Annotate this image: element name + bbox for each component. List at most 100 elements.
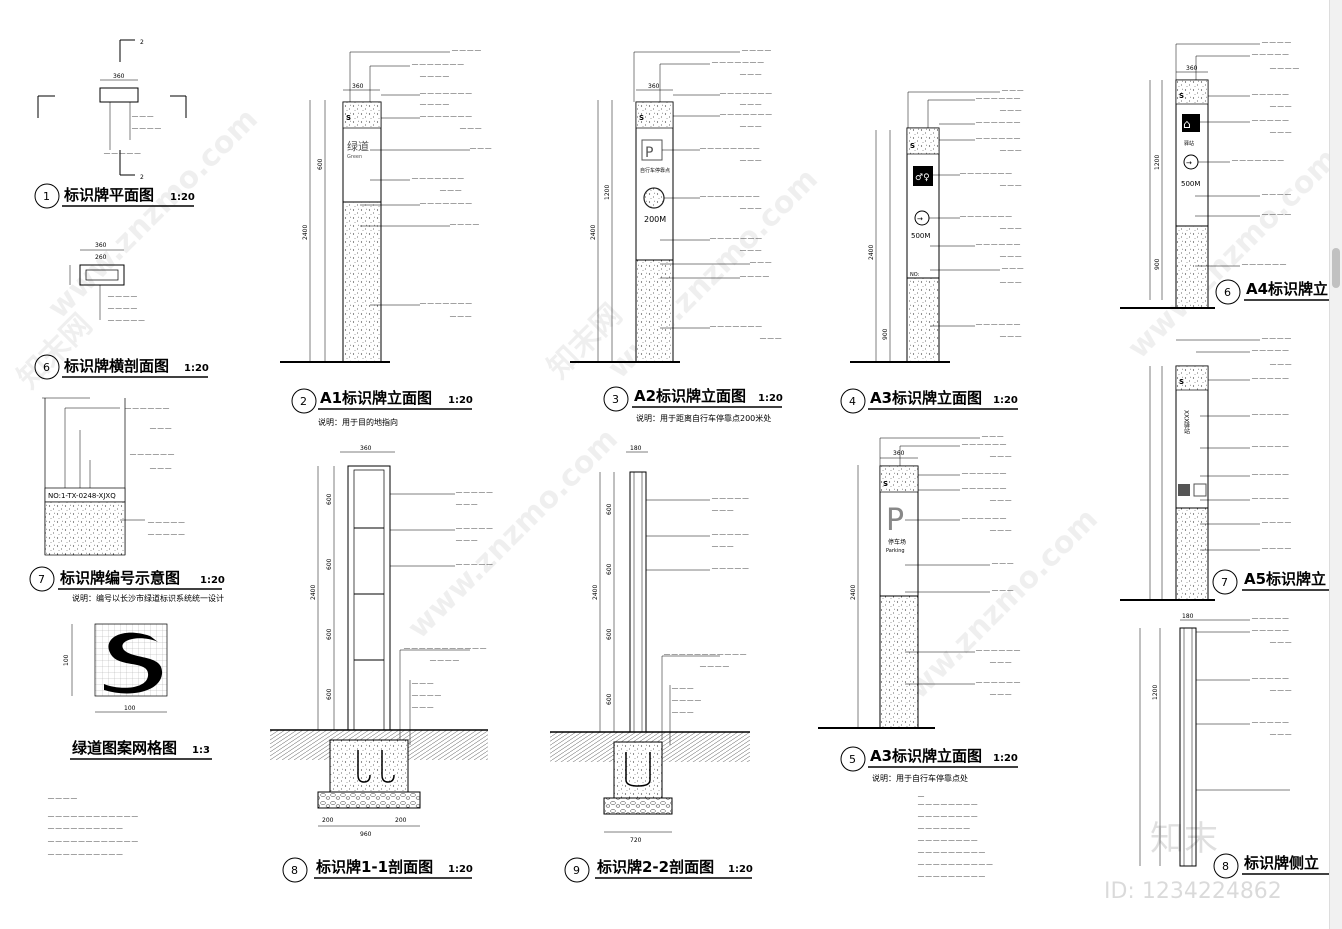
- svg-text:── ── ── ── ── ── ── ── ── ──: ── ── ── ── ── ── ── ── ── ── ── ──: [47, 814, 139, 820]
- svg-text:── ── ── ── ── ──: ── ── ── ── ── ──: [975, 648, 1021, 654]
- note-a1: 说明：用于目的地指向: [318, 417, 398, 427]
- svg-text:── ── ── ──: ── ── ── ──: [699, 664, 730, 670]
- svg-text:── ── ── ── ──: ── ── ── ── ──: [455, 490, 493, 496]
- svg-text:── ── ── ── ── ── ──: ── ── ── ── ── ── ──: [917, 826, 971, 832]
- svg-text:♂♀: ♂♀: [915, 173, 930, 183]
- svg-text:6: 6: [43, 361, 50, 374]
- svg-text:── ── ──: ── ── ──: [989, 692, 1012, 698]
- svg-text:── ── ──: ── ── ──: [989, 498, 1012, 504]
- svg-text:2400: 2400: [850, 585, 857, 600]
- svg-text:── ── ──: ── ── ──: [1269, 640, 1292, 646]
- note-a3-parking: 说明：用于自行车停靠点处: [872, 773, 968, 783]
- svg-text:180: 180: [630, 445, 642, 452]
- svg-text:停车场: 停车场: [888, 538, 906, 546]
- svg-text:600: 600: [317, 158, 324, 170]
- pattern-grid: 100 100 绿道图案网格图 1:3 ── ── ── ── ── ── ──…: [47, 623, 212, 858]
- a3-elevation-parking: 2400 360 S P 停车场 Parking ── ── ── ── ── …: [818, 434, 1021, 880]
- svg-text:1:20: 1:20: [184, 363, 209, 374]
- svg-text:1:20: 1:20: [993, 753, 1018, 764]
- svg-text:── ── ──: ── ── ──: [999, 108, 1022, 114]
- svg-text:5: 5: [849, 753, 856, 766]
- svg-text:8: 8: [1222, 860, 1229, 873]
- svg-text:── ── ──: ── ── ──: [999, 183, 1022, 189]
- svg-text:驿站: 驿站: [1184, 140, 1194, 147]
- svg-text:──: ──: [917, 794, 925, 800]
- svg-text:360: 360: [648, 83, 660, 90]
- svg-text:S: S: [346, 114, 351, 122]
- svg-text:8: 8: [291, 864, 298, 877]
- svg-text:⌂: ⌂: [1183, 117, 1191, 131]
- svg-text:── ── ── ── ──: ── ── ── ── ──: [455, 526, 493, 532]
- svg-text:── ── ── ── ── ── ──: ── ── ── ── ── ── ──: [719, 91, 773, 97]
- svg-text:960: 960: [360, 831, 372, 838]
- svg-text:360: 360: [352, 83, 364, 90]
- a4-elevation: 1200 900 360 S ⌂ 驿站 → 500M ── ── ── ── ─…: [1120, 40, 1330, 309]
- title-section-2-2: 标识牌2-2剖面图: [596, 858, 714, 876]
- svg-text:── ── ──: ── ── ──: [411, 705, 434, 711]
- svg-text:3: 3: [612, 393, 619, 406]
- plan-view: 2 360 2 ── ── ── ── ── ── ── ── ── ── ──…: [34, 39, 195, 209]
- svg-text:── ── ── ──: ── ── ── ──: [1261, 192, 1292, 198]
- svg-text:2: 2: [140, 174, 144, 181]
- svg-text:600: 600: [606, 628, 613, 640]
- svg-text:2400: 2400: [592, 585, 599, 600]
- a5-elevation: S XXX驿站 ── ── ── ── ── ── ── ── ── ── ──…: [1120, 336, 1330, 601]
- svg-text:── ── ── ──: ── ── ── ──: [1261, 336, 1292, 342]
- section-2-2: 180 2400 600 600 600 600 720 ── ── ── ──…: [550, 445, 753, 883]
- svg-text:S: S: [639, 114, 644, 122]
- title-a3-parking: A3标识牌立面图: [870, 747, 982, 765]
- svg-text:── ── ──: ── ── ──: [411, 681, 434, 687]
- code-diagram: ── ── ── ── ── ── ── ── ── ── ── ── ── ─…: [29, 397, 225, 603]
- svg-text:── ── ── ── ── ── ── ── ──: ── ── ── ── ── ── ── ── ──: [917, 874, 986, 880]
- title-side: 标识牌侧立: [1243, 854, 1319, 872]
- svg-text:── ── ── ── ──: ── ── ── ── ──: [147, 532, 185, 538]
- scrollbar-thumb[interactable]: [1332, 248, 1340, 288]
- svg-text:→: →: [1186, 159, 1192, 167]
- svg-text:── ── ── ── ── ── ──: ── ── ── ── ── ── ──: [411, 62, 465, 68]
- svg-text:1:20: 1:20: [448, 395, 473, 406]
- svg-text:── ── ── ── ── ── ── ── ──: ── ── ── ── ── ── ── ── ──: [917, 850, 986, 856]
- svg-text:── ── ──: ── ── ──: [455, 502, 478, 508]
- title-cross-section: 标识牌横剖面图: [63, 357, 169, 375]
- svg-text:600: 600: [326, 558, 333, 570]
- svg-text:900: 900: [882, 328, 889, 340]
- svg-text:── ── ── ── ──: ── ── ── ── ──: [1251, 720, 1289, 726]
- svg-text:── ── ── ── ──: ── ── ── ── ──: [1251, 616, 1289, 622]
- svg-text:── ── ── ── ── ──: ── ── ── ── ── ──: [124, 406, 170, 412]
- svg-text:── ── ── ── ── ──: ── ── ── ── ── ──: [961, 442, 1007, 448]
- svg-text:── ── ── ── ──: ── ── ── ── ──: [1251, 496, 1289, 502]
- svg-text:── ── ── ── ──: ── ── ── ── ──: [1251, 92, 1289, 98]
- svg-text:Green: Green: [347, 154, 362, 160]
- svg-text:── ── ── ── ── ── ──: ── ── ── ── ── ── ──: [709, 236, 763, 242]
- vertical-scrollbar[interactable]: [1329, 0, 1342, 929]
- svg-text:── ── ── ── ── ──: ── ── ── ── ── ──: [975, 680, 1021, 686]
- sign-code: NO:1-TX-0248-XJXQ: [48, 492, 116, 500]
- svg-text:── ── ──: ── ── ──: [739, 206, 762, 212]
- svg-text:2400: 2400: [590, 225, 597, 240]
- svg-text:100: 100: [124, 705, 136, 712]
- svg-text:1:20: 1:20: [200, 575, 225, 586]
- svg-text:── ── ──: ── ── ──: [671, 710, 694, 716]
- svg-text:── ── ──: ── ── ──: [749, 260, 772, 266]
- svg-text:── ── ── ── ──: ── ── ── ── ──: [1251, 376, 1289, 382]
- watermark-site-2: www.znzmo.com: [401, 422, 625, 646]
- a2-elevation: 2400 1200 360 S P 自行车停靠点 200M NO: ── ── …: [570, 48, 783, 423]
- svg-text:600: 600: [326, 628, 333, 640]
- svg-text:── ── ── ──: ── ── ── ──: [411, 693, 442, 699]
- sign-parking: P: [886, 503, 904, 538]
- title-a1: A1标识牌立面图: [320, 389, 432, 407]
- svg-text:── ── ──: ── ── ──: [989, 528, 1012, 534]
- svg-text:── ── ── ──: ── ── ── ──: [1261, 212, 1292, 218]
- title-plan: 标识牌平面图: [63, 186, 154, 204]
- svg-text:── ── ── ── ── ── ── ── ── ──: ── ── ── ── ── ── ── ── ── ──: [47, 852, 123, 858]
- a2-distance: 200M: [644, 215, 666, 224]
- title-a3-top: A3标识牌立面图: [870, 389, 982, 407]
- title-pattern: 绿道图案网格图: [72, 739, 177, 757]
- svg-text:── ── ──: ── ── ──: [455, 538, 478, 544]
- svg-text:── ── ── ──: ── ── ── ──: [1261, 520, 1292, 526]
- svg-text:── ── ──: ── ── ──: [439, 188, 462, 194]
- svg-text:── ── ── ── ── ──: ── ── ── ── ── ──: [975, 242, 1021, 248]
- svg-text:── ── ── ──: ── ── ── ──: [451, 48, 482, 54]
- svg-text:── ── ── ── ── ── ── ──: ── ── ── ── ── ── ── ──: [917, 814, 978, 820]
